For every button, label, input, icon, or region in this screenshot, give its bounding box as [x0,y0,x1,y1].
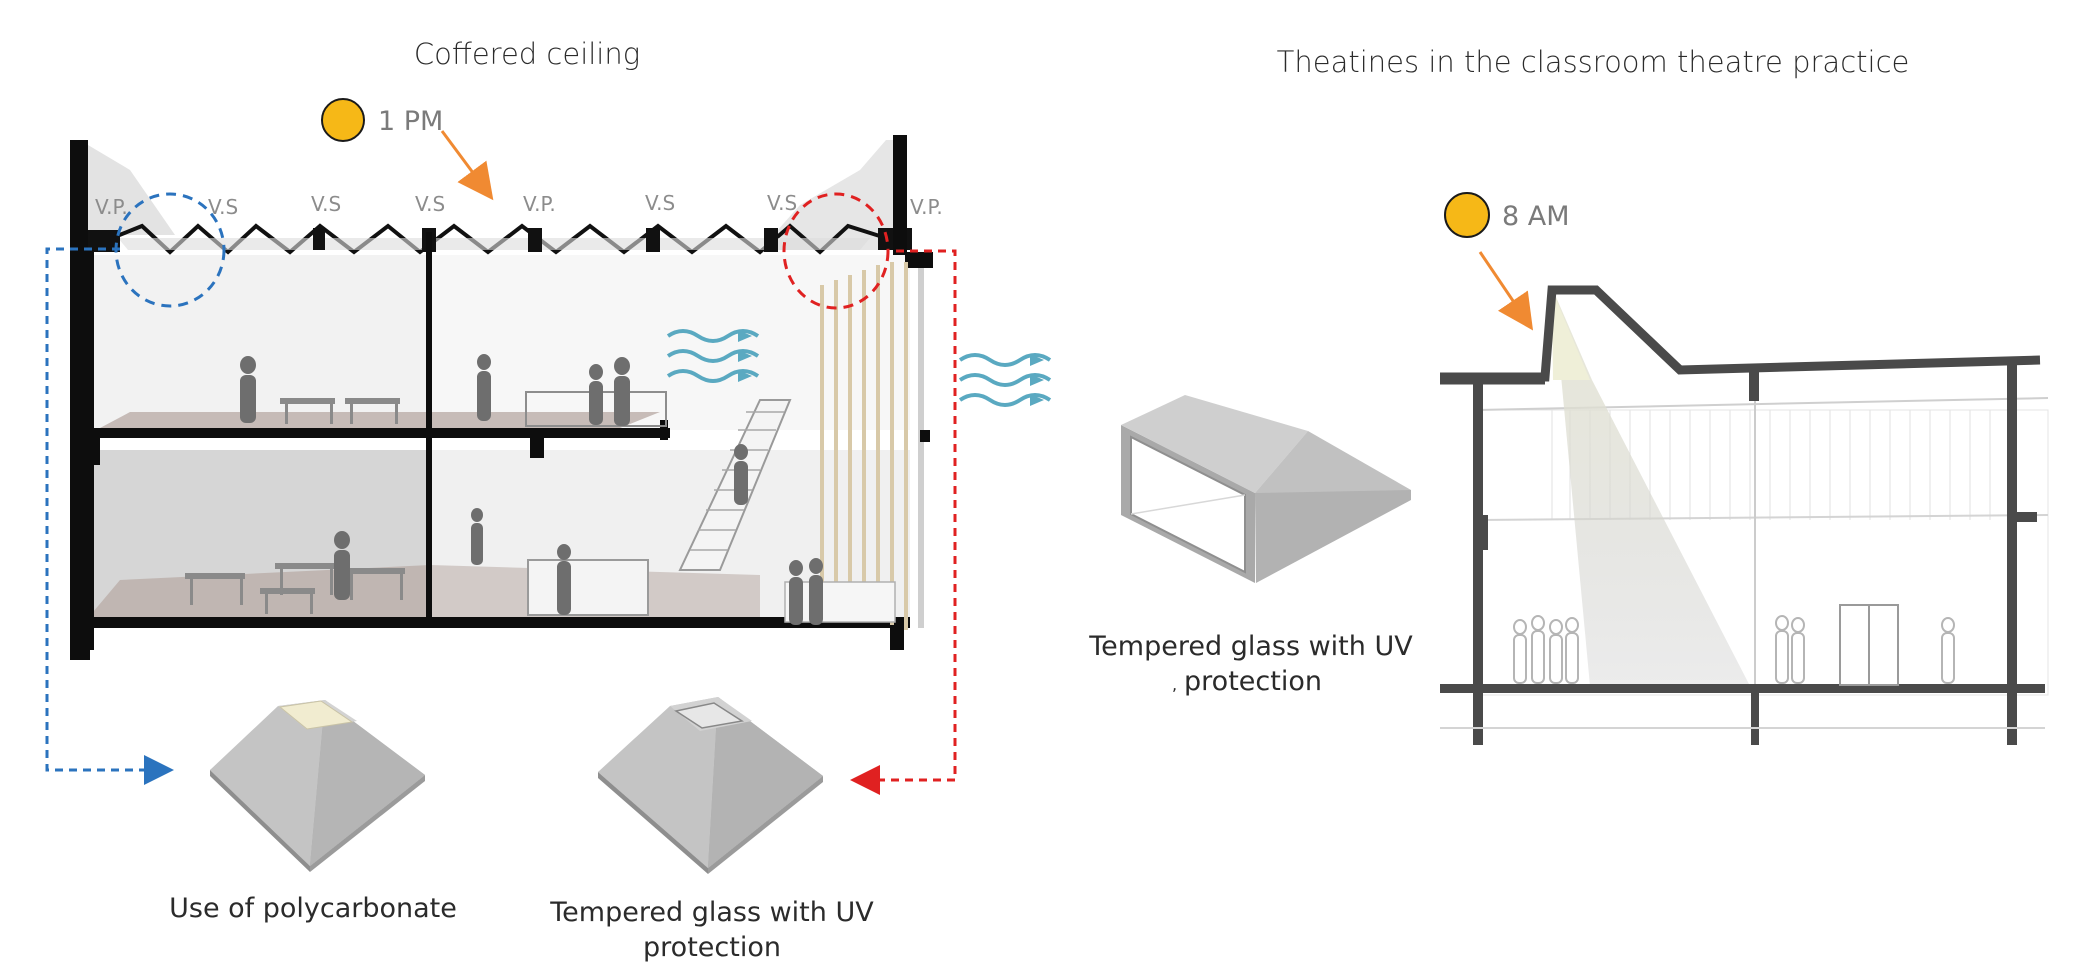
caption-polycarbonate: Use of polycarbonate [169,893,457,924]
polycarbonate-coffer [210,700,425,872]
tempered-glass-coffer [598,697,823,874]
sun-icon [321,98,365,142]
roof-tag: V.S [415,192,445,216]
sun-8am: 8 AM [1444,192,1570,331]
glass-callout-circle [782,192,890,310]
sun-ray-arrow [1478,251,1534,331]
roof-tag: V.P. [910,195,943,219]
left-section: Coffered ceiling 1 PM [45,37,1052,963]
roof-tag: V.S [645,191,675,215]
roof-tag: V.S [311,192,341,216]
airflow-outside-icon [958,353,1052,407]
caption-glass-line2: protection [643,932,781,963]
roof-tags: V.P. V.S V.S V.S V.P. V.S V.S V.P. [95,191,943,219]
skylight-roof [1440,285,2041,382]
skylight-caption-line2: protection [1184,666,1322,697]
airflow-icon [666,329,760,383]
sun-ray-arrow [440,130,494,201]
sun-time-label: 1 PM [378,106,443,137]
right-section: Theatines in the classroom theatre pract… [1277,45,2049,745]
roof-tag: V.P. [523,192,556,216]
skylight-caption-mark: , [1172,675,1177,694]
caption-glass-line1: Tempered glass with UV [549,897,874,928]
sun-icon [1444,192,1490,238]
sawtooth-roof [111,223,887,255]
coffered-building-section [70,135,933,660]
left-title: Coffered ceiling [414,37,640,71]
skylight-model [1121,395,1411,583]
roof-tag: V.P. [95,195,128,219]
theatre-classroom-section [1440,285,2049,745]
right-title: Theatines in the classroom theatre pract… [1277,45,1910,79]
glass-leader-arrow [850,249,957,795]
skylight-caption-line1: Tempered glass with UV [1088,631,1413,662]
sun-1pm: 1 PM [321,98,494,201]
roof-tag: V.S [767,191,797,215]
sunlight-beam [1553,290,1750,686]
sun-time-label: 8 AM [1502,201,1570,232]
